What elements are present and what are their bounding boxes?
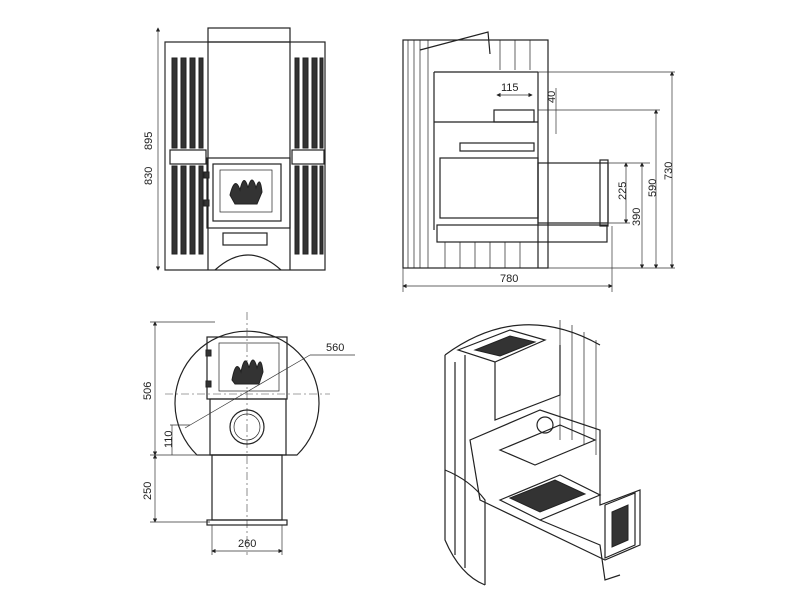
dim-250: 250 — [142, 482, 154, 500]
stove-door — [203, 157, 291, 229]
front-view: 895 830 — [143, 27, 326, 271]
dim-830: 830 — [143, 167, 155, 185]
dim-225: 225 — [617, 182, 629, 200]
dim-895: 895 — [143, 132, 155, 150]
isometric-cutaway-view — [444, 320, 641, 586]
left-fins — [171, 57, 204, 255]
dim-260: 260 — [238, 538, 256, 550]
dim-560: 560 — [326, 342, 344, 354]
dim-730: 730 — [663, 162, 675, 180]
dim-110: 110 — [163, 430, 175, 448]
right-fins — [294, 57, 324, 255]
dim-506: 506 — [142, 382, 154, 400]
dim-590: 590 — [647, 179, 659, 197]
dim-40: 40 — [546, 91, 558, 103]
dim-390: 390 — [631, 208, 643, 226]
top-view: 560 506 110 250 260 — [142, 312, 355, 555]
side-view: 115 40 225 390 590 730 780 — [402, 31, 675, 292]
dim-780: 780 — [500, 273, 518, 285]
dim-115: 115 — [501, 82, 519, 94]
